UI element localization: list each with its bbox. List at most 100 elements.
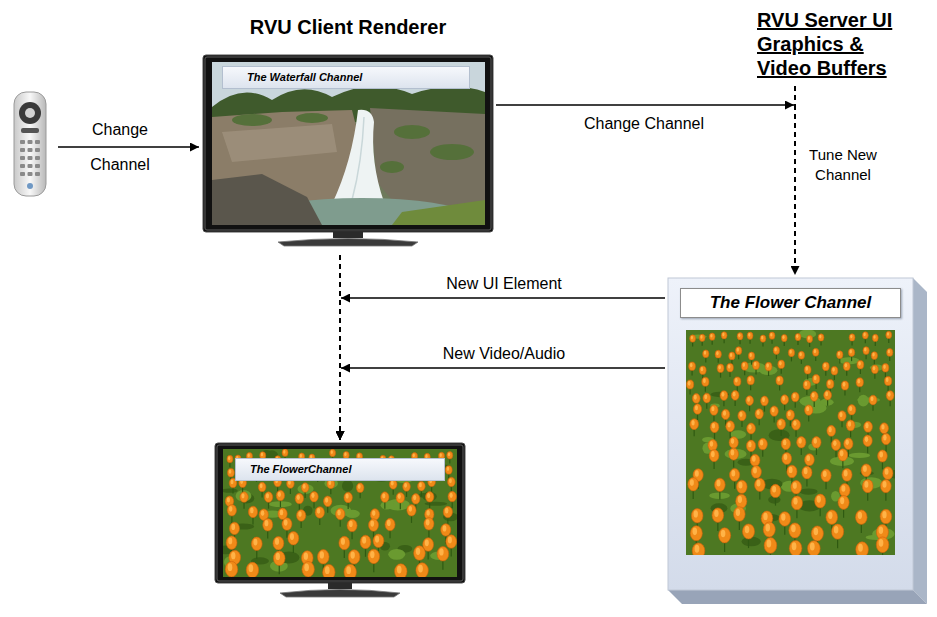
tulip-highlight [721,530,726,538]
tulip-flower [370,509,379,520]
tulip-highlight [265,520,269,526]
tulip-flower [797,437,806,449]
tulip-highlight [693,528,698,536]
arrow-label: New UI Element [446,274,562,293]
tulip-highlight [717,480,721,487]
tulip-highlight [261,453,263,457]
tulip-flower [297,510,306,521]
tulip-highlight [833,440,836,446]
scene-leaf [345,510,360,518]
tulip-flower [295,493,303,504]
scene-bush [296,113,328,123]
tv-stand-base [280,590,400,598]
tulip-highlight [447,467,450,471]
tulip-flower [779,512,791,527]
scene-bush [394,125,430,139]
remote-dpad [19,102,41,124]
tulip-flower [798,351,804,359]
scene-grass [392,200,485,225]
tulip-highlight [341,538,345,545]
tulip-highlight [716,351,718,355]
tulip-highlight [372,510,375,516]
remote-button [35,172,40,176]
channel-banner: The Waterfall Channel [222,66,470,89]
tulip-highlight [416,548,420,555]
tulip-highlight [297,495,300,500]
tulip-highlight [814,376,817,381]
tulip-highlight [756,480,760,487]
tulip-highlight [843,382,846,387]
tulip-highlight [718,365,721,369]
channel-banner: The Flower Channel [680,288,901,318]
tulip-highlight [703,378,706,383]
tulip-flower [330,449,336,457]
tv-bezel [215,443,465,583]
tulip-highlight [885,468,889,474]
tulip-highlight [710,334,712,338]
tulip-highlight [370,520,374,526]
tulip-highlight [873,335,875,339]
tulip-stem [400,578,401,589]
tulip-highlight [691,420,694,425]
tulip-flower [753,361,760,370]
channel-name: The Waterfall Channel [247,71,461,84]
tulip-flower [789,540,802,556]
tulip-stem [422,577,423,588]
tulip-highlight [250,508,253,514]
tulip-highlight [850,349,852,353]
tulip-highlight [690,363,693,367]
tulip-flower [689,362,696,371]
tulip-highlight [762,397,765,402]
tulip-flower [864,421,873,432]
tulip-flower [804,366,811,375]
remote-body [14,92,46,196]
tulip-flower [813,348,819,356]
tulip-highlight [882,511,886,518]
tulip-flower [832,524,844,539]
tulip-flower [776,376,783,385]
tulip-highlight [796,334,798,338]
tulip-highlight [448,537,452,544]
tulip-highlight [767,540,772,548]
tulip-flower [368,549,380,564]
tulip-highlight [738,482,742,489]
tulip-highlight [694,395,697,400]
tulip-flower [717,364,724,373]
tulip-flower [844,438,853,450]
tulip-flower [791,392,799,402]
tulip-highlight [848,421,851,426]
label-box: New Video/Audio [443,344,565,363]
remote-button [35,148,40,152]
tulip-flower [715,478,726,491]
tulip-highlight [782,396,785,401]
tulip-flower [225,561,237,577]
tulip-highlight [397,566,402,574]
tv-bezel-highlight [217,445,463,581]
tulip-highlight [793,421,796,426]
tulip-flower [881,433,890,445]
tulip-highlight [722,333,724,337]
tulip-highlight [834,526,839,534]
tulip-flower [339,536,350,550]
remote-button [35,164,40,168]
remote-button [28,172,33,176]
flow-arrow [340,368,665,440]
tulip-stem [231,575,232,586]
client-tv: RVU Client RendererThe Waterfall Channel [203,55,493,247]
tulip-flower [690,335,696,342]
remote-button [35,156,40,160]
tulip-flower [729,352,735,360]
tulip-highlight [231,552,235,559]
tulip-highlight [248,453,250,457]
tv-stand-neck [328,583,352,589]
tulip-highlight [784,454,788,460]
tulip-highlight [358,484,361,489]
remote-button [28,164,33,168]
scene-bush [430,144,474,160]
flow-arrow [340,255,341,440]
tulip-highlight [825,392,828,397]
tulip-flower [396,492,404,503]
tulip-highlight [858,544,863,552]
label-box: Change Channel [82,112,158,182]
box-front [668,278,913,590]
